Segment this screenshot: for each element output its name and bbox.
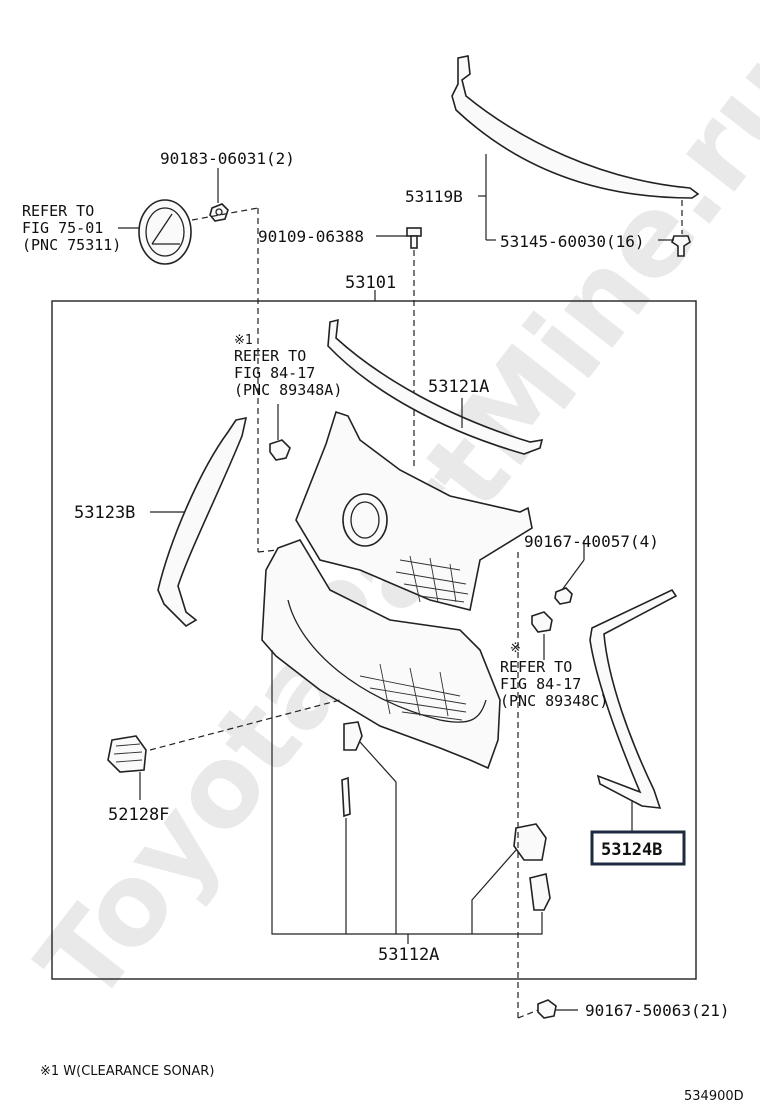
label-53124b: 53124B xyxy=(601,840,662,860)
label-53119b: 53119B xyxy=(405,187,463,206)
ref-fig-84-17-a: ※1 REFER TO FIG 84-17 (PNC 89348A) xyxy=(234,330,342,399)
bracket-53112a-a xyxy=(343,721,363,751)
highlight-box-53124b xyxy=(590,830,686,866)
radiator-grille-upper xyxy=(295,410,533,611)
molding-53123b xyxy=(157,416,248,628)
emblem-part xyxy=(138,199,192,265)
figure-code: 534900D xyxy=(684,1089,744,1104)
bracket-52128f xyxy=(107,735,147,773)
molding-53121a xyxy=(327,318,544,455)
label-53101: 53101 xyxy=(345,273,396,293)
ref-fig-75-01: REFER TO FIG 75-01 (PNC 75311) xyxy=(22,202,121,254)
screw-90167-50063 xyxy=(537,999,557,1019)
bracket-53112a-c xyxy=(513,823,547,861)
label-53112a: 53112A xyxy=(378,945,439,965)
bracket-53112a-b xyxy=(341,776,351,818)
molding-53119b xyxy=(451,55,700,199)
radiator-grille-lower xyxy=(261,539,501,770)
bracket-53112a-d xyxy=(529,873,551,911)
bolt-90109 xyxy=(406,227,422,249)
ref-fig-84-17-c: ※ REFER TO FIG 84-17 (PNC 89348C) xyxy=(500,638,608,710)
label-90167-50063: 90167-50063(21) xyxy=(585,1001,730,1020)
label-53145: 53145-60030(16) xyxy=(500,232,645,251)
clip-53145 xyxy=(671,235,691,257)
footnote: ※1 W(CLEARANCE SONAR) xyxy=(40,1064,214,1079)
molding-53124b xyxy=(589,588,678,809)
label-53123b: 53123B xyxy=(74,503,135,523)
label-90167-40057: 90167-40057(4) xyxy=(524,532,659,551)
sonar-clip-a xyxy=(269,439,291,461)
screw-90167-40057 xyxy=(554,587,573,605)
sonar-clip-c xyxy=(531,611,553,633)
assembly-frame xyxy=(51,300,697,980)
label-52128f: 52128F xyxy=(108,805,169,825)
label-53121a: 53121A xyxy=(428,377,489,397)
label-90183: 90183-06031(2) xyxy=(160,149,295,168)
nut-90183 xyxy=(209,203,229,222)
label-90109: 90109-06388 xyxy=(258,227,364,246)
